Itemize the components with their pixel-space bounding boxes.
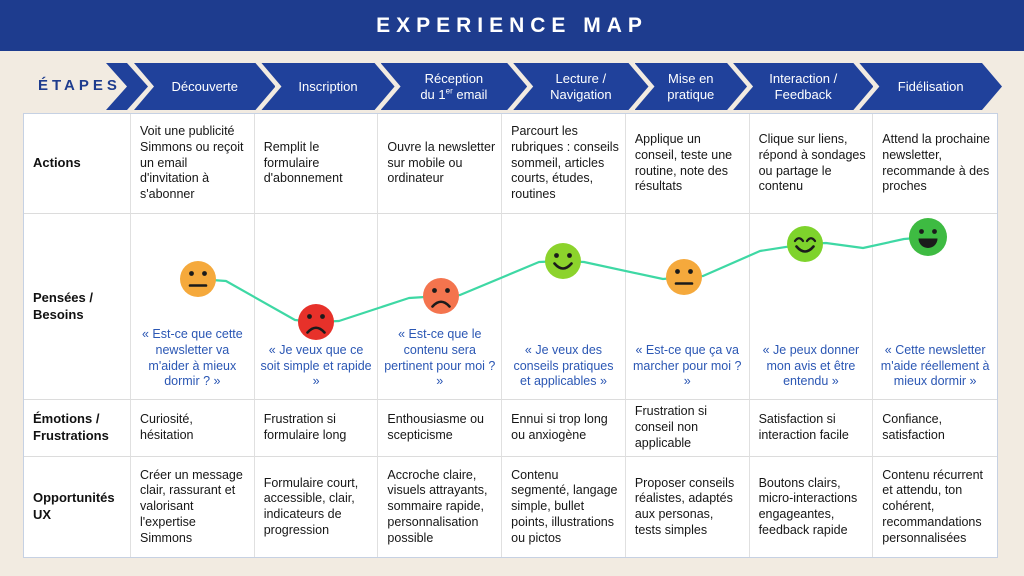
- actions-cell: Parcourt les rubriques : conseils sommei…: [502, 114, 626, 214]
- row-label-actions: Actions: [24, 114, 131, 214]
- emotions-cell: Confiance, satisfaction: [873, 400, 997, 457]
- actions-cell: Attend la prochaine newsletter, recomman…: [873, 114, 997, 214]
- emotions-cell: Satisfaction si interaction facile: [749, 400, 874, 457]
- opportunities-cell: Proposer conseils réalistes, adaptés aux…: [626, 457, 750, 557]
- header-bar: EXPERIENCE MAP: [0, 0, 1024, 51]
- emotions-cell: Frustration si formulaire long: [254, 400, 379, 457]
- thought-quote: « Je veux des conseils pratiques et appl…: [502, 214, 626, 400]
- stages-row: Découverte Inscription Réception du 1er …: [106, 63, 1002, 110]
- thought-quote: « Est-ce que cette newsletter va m'aider…: [131, 214, 255, 400]
- opportunities-cell: Formulaire court, accessible, clair, ind…: [255, 457, 379, 557]
- opportunities-cell: Boutons clairs, micro-interactions engag…: [750, 457, 874, 557]
- stage-arrow-decouverte: Découverte: [134, 63, 275, 110]
- stage-arrow-lecture-navigation: Lecture / Navigation: [513, 63, 648, 110]
- row-label-thoughts: Pensées / Besoins: [24, 214, 131, 400]
- stages-label: ÉTAPES: [38, 77, 121, 94]
- page-title: EXPERIENCE MAP: [376, 13, 648, 37]
- opportunities-cell: Contenu segmenté, langage simple, bullet…: [502, 457, 626, 557]
- stage-arrow-inscription: Inscription: [261, 63, 394, 110]
- thought-quote: « Je peux donner mon avis et être entend…: [749, 214, 874, 400]
- emotions-cell: Ennui si trop long ou anxiogène: [502, 400, 626, 457]
- thought-quote: « Est-ce que le contenu sera pertinent p…: [378, 214, 503, 400]
- opportunities-cell: Contenu récurrent et attendu, ton cohére…: [882, 467, 984, 545]
- opportunities-cell: Accroche claire, visuels attrayants, som…: [378, 457, 503, 557]
- actions-cell: Remplit le formulaire d'abonnement: [254, 114, 379, 214]
- thought-quote: « Cette newsletter m'aide réellement à m…: [873, 214, 997, 400]
- emotions-cell: Enthousiasme ou scepticisme: [378, 400, 503, 457]
- actions-cell: Applique un conseil, teste une routine, …: [625, 114, 750, 214]
- row-label-opportunities: Opportunités UX: [24, 457, 131, 557]
- stage-arrow-fidelisation: Fidélisation: [859, 63, 1002, 110]
- opportunities-cell: Créer un message clair, rassurant et val…: [131, 457, 255, 557]
- stage-arrow-mise-en-pratique: Mise en pratique: [635, 63, 748, 110]
- thought-quote: « Je veux que ce soit simple et rapide »: [254, 214, 379, 400]
- stage-arrow-interaction-feedback: Interaction / Feedback: [733, 63, 873, 110]
- actions-cell: Clique sur liens, répond à sondages ou p…: [749, 114, 874, 214]
- actions-cell: Voit une publicité Simmons ou reçoit un …: [131, 114, 255, 214]
- stage-arrow-reception-email: Réception du 1er email: [381, 63, 528, 110]
- row-label-emotions: Émotions / Frustrations: [24, 400, 131, 457]
- emotions-cell: Curiosité, hésitation: [131, 400, 255, 457]
- experience-table: Actions Voit une publicité Simmons ou re…: [23, 113, 998, 558]
- actions-cell: Ouvre la newsletter sur mobile ou ordina…: [378, 114, 503, 214]
- emotions-cell: Frustration si conseil non applicable: [625, 400, 750, 457]
- thought-quote: « Est-ce que ça va marcher pour moi ? »: [625, 214, 750, 400]
